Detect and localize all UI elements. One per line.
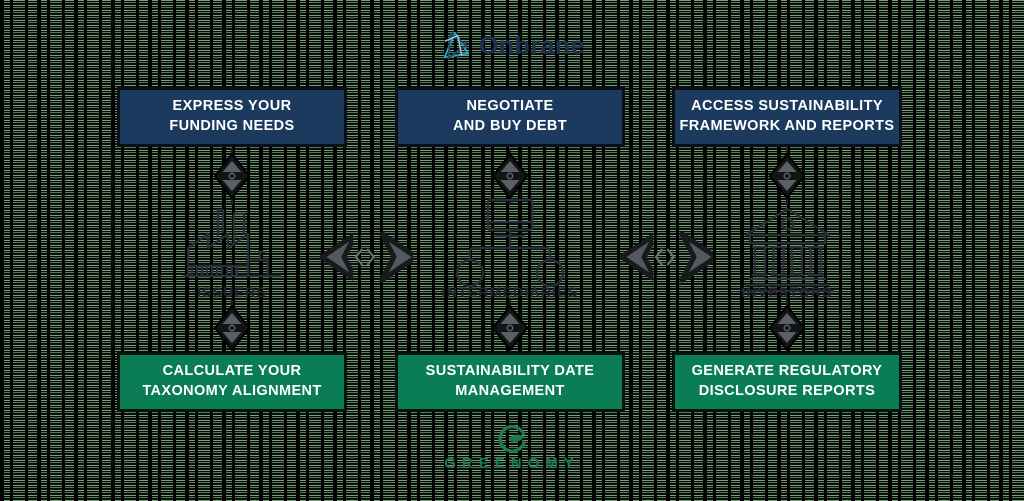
onbrane-logo: Onbrane (0, 30, 1024, 62)
box-text-line: MANAGEMENT (455, 383, 565, 399)
box-text-line: GENERATE REGULATORY (691, 363, 883, 380)
chevron-left-icon (617, 229, 653, 285)
box-text-line: NEGOTIATE (466, 98, 554, 115)
box-text-line: FUNDING NEEDS (169, 118, 295, 134)
actor-label-intermediaries: INTERMEDIARIES (441, 284, 579, 300)
actor-label-issuers: ISSUERS (197, 284, 267, 300)
box-text-line: FRAMEWORK AND REPORTS (679, 118, 895, 134)
actor-label-investors: INVESTORS (741, 284, 833, 300)
small-chevron-right-icon (366, 248, 375, 266)
bank-icon (740, 207, 835, 293)
box-text-line: EXPRESS YOUR (172, 98, 292, 115)
box-text-line: DISCLOSURE REPORTS (698, 383, 876, 399)
small-chevron-left-icon (655, 248, 664, 266)
chevron-left-icon (317, 229, 353, 285)
left-right-chevrons-icon (617, 229, 713, 285)
box-calculate-taxonomy-alignment: CALCULATE YOUR TAXONOMY ALIGNMENT (117, 352, 347, 412)
box-access-sustainability-reports: ACCESS SUSTAINABILITY FRAMEWORK AND REPO… (672, 87, 902, 147)
box-text-line: TAXONOMY ALIGNMENT (142, 383, 322, 399)
double-arrow-diamond-icon (492, 148, 528, 204)
double-arrow-diamond-icon (214, 148, 250, 204)
box-generate-disclosure-reports: GENERATE REGULATORY DISCLOSURE REPORTS (672, 352, 902, 412)
onbrane-knot-icon (443, 31, 469, 60)
small-chevron-left-icon (355, 248, 364, 266)
chevron-right-icon (677, 229, 713, 285)
network-nodes-icon (455, 198, 565, 288)
small-chevron-right-icon (666, 248, 675, 266)
double-arrow-diamond-icon (769, 300, 805, 356)
onbrane-wordmark: Onbrane (478, 31, 586, 60)
greenomy-wordmark: GREENOMY (444, 455, 580, 472)
box-sustainability-data-management: SUSTAINABILITY DATE MANAGEMENT (395, 352, 625, 412)
box-negotiate-buy-debt: NEGOTIATE AND BUY DEBT (395, 87, 625, 147)
box-text-line: SUSTAINABILITY DATE (425, 363, 595, 380)
box-text-line: CALCULATE YOUR (162, 363, 302, 380)
double-arrow-diamond-icon (769, 148, 805, 204)
left-right-chevrons-icon (317, 229, 413, 285)
factory-icon (182, 208, 282, 278)
double-arrow-diamond-icon (214, 300, 250, 356)
box-express-funding-needs: EXPRESS YOUR FUNDING NEEDS (117, 87, 347, 147)
double-arrow-diamond-icon (492, 300, 528, 356)
box-text-line: AND BUY DEBT (452, 118, 568, 134)
chevron-right-icon (377, 229, 413, 285)
greenomy-leaf-icon (498, 425, 526, 453)
box-text-line: ACCESS SUSTAINABILITY (691, 98, 883, 115)
